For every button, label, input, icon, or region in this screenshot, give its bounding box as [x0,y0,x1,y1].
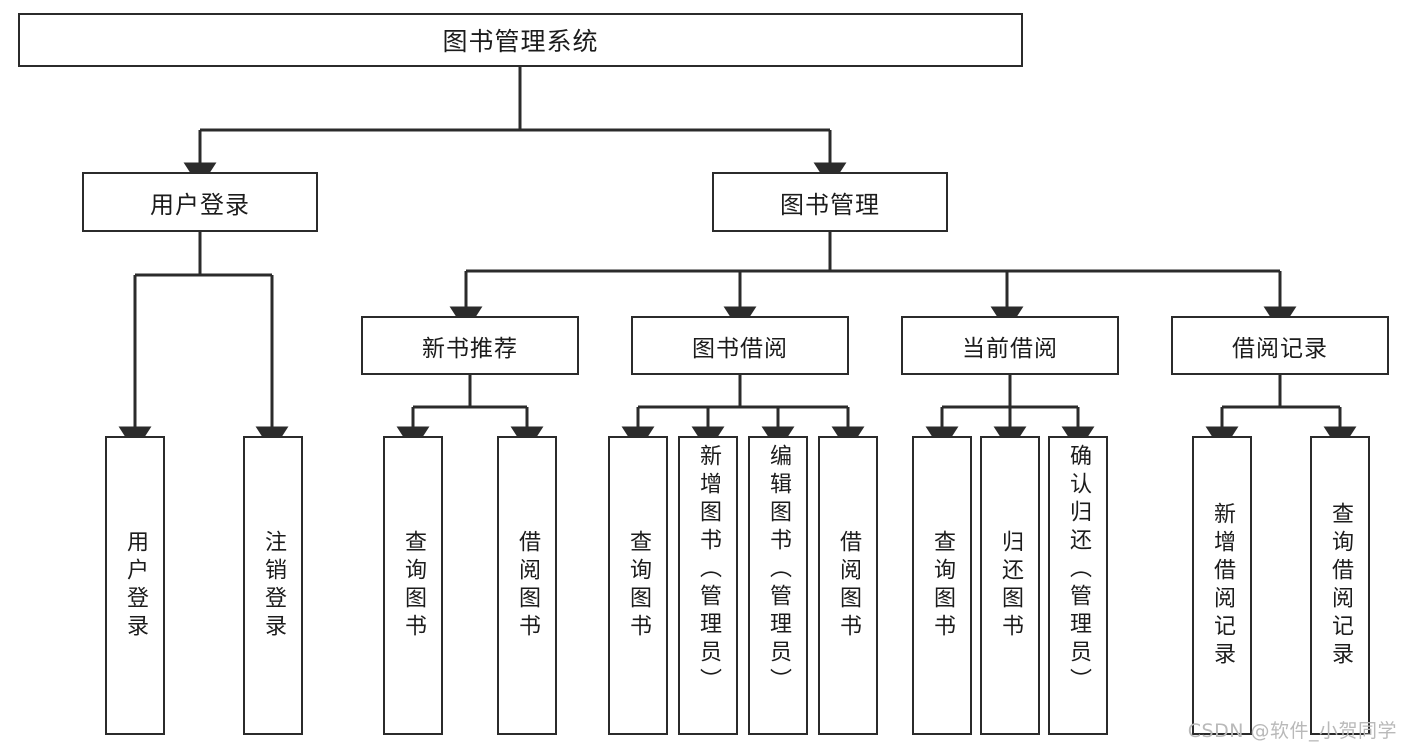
node-label: 查询图书 [401,529,426,642]
node-leaf-query-borrow-record[interactable]: 查询借阅记录 [1310,436,1370,735]
node-label: 图书管理系统 [442,27,599,56]
node-leaf-return-book[interactable]: 归还图书 [980,436,1040,735]
node-label: 当前借阅 [962,335,1058,362]
node-label: 查询图书 [626,529,651,642]
node-label: 新书推荐 [422,335,518,362]
node-label: 用户登录 [150,190,250,219]
node-book-management[interactable]: 图书管理 [712,172,948,232]
node-label: 编辑图书（管理员） [766,444,791,696]
node-borrow-record[interactable]: 借阅记录 [1171,316,1389,375]
watermark-text: CSDN @软件_小贺同学 [1187,720,1397,742]
node-label: 借阅图书 [836,529,861,642]
node-label: 归还图书 [998,529,1023,642]
node-leaf-confirm-return-admin[interactable]: 确认归还（管理员） [1048,436,1108,735]
node-label: 注销登录 [261,529,286,642]
node-new-book-recommendation[interactable]: 新书推荐 [361,316,579,375]
node-leaf-query-book-borrow[interactable]: 查询图书 [608,436,668,735]
node-leaf-borrow-book-recommendation[interactable]: 借阅图书 [497,436,557,735]
node-label: 新增图书（管理员） [696,444,721,696]
node-leaf-user-login[interactable]: 用户登录 [105,436,165,735]
node-book-borrow[interactable]: 图书借阅 [631,316,849,375]
node-label: 图书管理 [780,190,880,219]
node-label: 新增借阅记录 [1210,501,1235,670]
node-leaf-logout[interactable]: 注销登录 [243,436,303,735]
node-leaf-query-book-recommendation[interactable]: 查询图书 [383,436,443,735]
node-label: 借阅图书 [515,529,540,642]
node-label: 借阅记录 [1232,335,1328,362]
node-leaf-edit-book-admin[interactable]: 编辑图书（管理员） [748,436,808,735]
node-current-borrow[interactable]: 当前借阅 [901,316,1119,375]
node-label: 查询图书 [930,529,955,642]
node-label: 用户登录 [123,529,148,642]
node-root-book-management-system[interactable]: 图书管理系统 [18,13,1023,67]
node-label: 查询借阅记录 [1328,501,1353,670]
node-user-login[interactable]: 用户登录 [82,172,318,232]
node-leaf-borrow-book-borrow[interactable]: 借阅图书 [818,436,878,735]
node-label: 确认归还（管理员） [1066,444,1091,696]
node-leaf-add-borrow-record[interactable]: 新增借阅记录 [1192,436,1252,735]
node-label: 图书借阅 [692,335,788,362]
node-leaf-add-book-admin[interactable]: 新增图书（管理员） [678,436,738,735]
node-leaf-query-book-current[interactable]: 查询图书 [912,436,972,735]
